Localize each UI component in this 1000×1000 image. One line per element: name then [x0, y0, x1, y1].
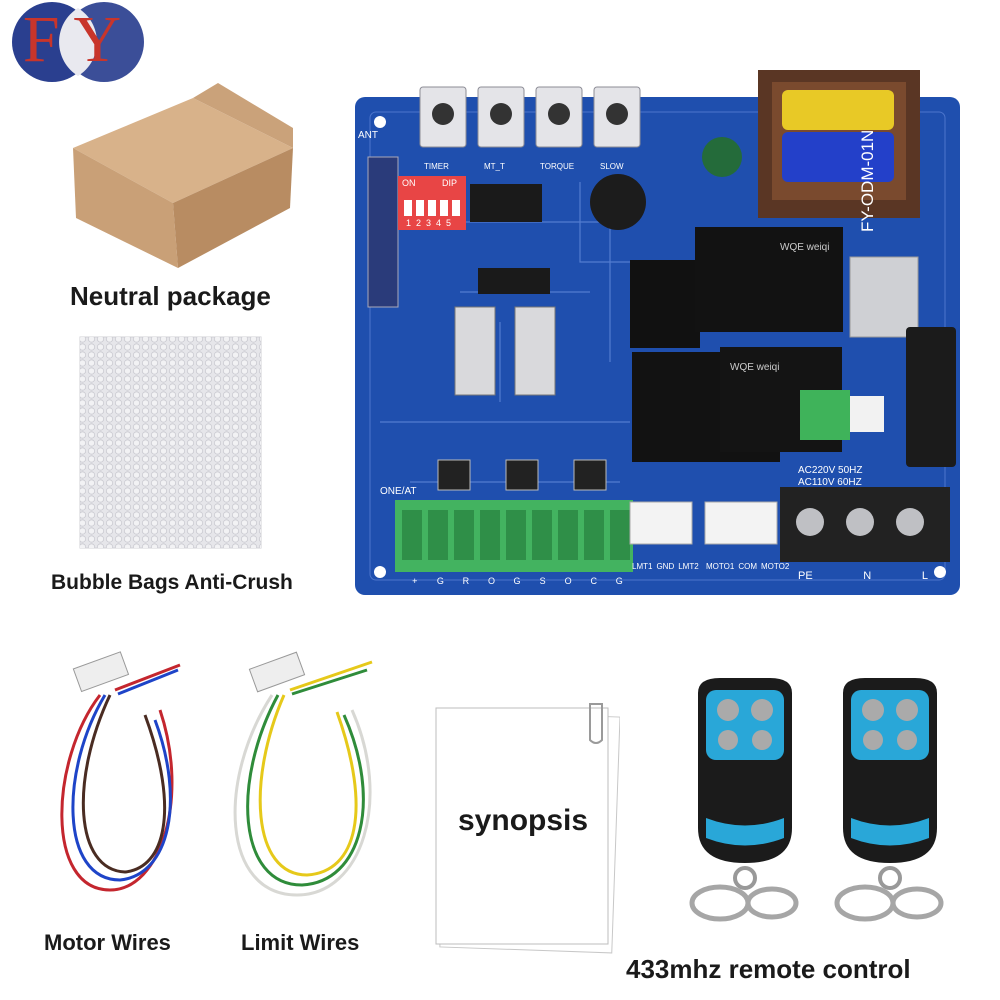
pot-label-3: TORQUE: [540, 162, 575, 171]
terminal-label: L: [921, 570, 928, 582]
pot-label-2: MT_T: [484, 162, 505, 171]
terminal-label: S: [539, 576, 546, 586]
logo-text: FY: [22, 3, 136, 76]
limit-wires-label: Limit Wires: [241, 930, 360, 955]
dip-numbers: 12345: [406, 218, 457, 228]
terminal-label: G: [615, 576, 623, 586]
motor-wires-label: Motor Wires: [44, 930, 171, 955]
terminal-label: GND: [656, 562, 675, 571]
terminal-motor-labels: MOTO1 COM MOTO2: [706, 562, 789, 571]
neutral-package-box: [68, 78, 298, 273]
remote-control-left: [680, 678, 810, 933]
synopsis-text: synopsis: [458, 804, 589, 837]
terminal-label: C: [590, 576, 597, 586]
limit-wires: [212, 650, 407, 920]
dip-on-label: ON: [402, 178, 416, 188]
terminal-mid-labels: LMT1 GND LMT2: [632, 562, 699, 571]
remote-control-right: [825, 678, 955, 933]
board-ant-label: ANT: [358, 130, 378, 141]
bubble-bag: [78, 335, 263, 550]
terminal-left-labels: + G R O G S O C G: [402, 576, 632, 586]
control-board: ANT ON DIP 12345 TIMER MT_T TORQUE SLOW …: [350, 62, 975, 600]
terminal-label: O: [487, 576, 495, 586]
terminal-label: G: [436, 576, 444, 586]
relay-brand-2: WQE weiqi: [730, 362, 780, 373]
terminal-label: COM: [738, 562, 757, 571]
terminal-label: +: [412, 576, 418, 586]
terminal-label: N: [863, 570, 872, 582]
terminal-label: PE: [798, 570, 813, 582]
pot-label-4: SLOW: [600, 162, 624, 171]
terminal-label: MOTO1: [706, 562, 735, 571]
remote-control-label: 433mhz remote control: [626, 954, 911, 984]
dip-label: DIP: [442, 178, 458, 188]
power-spec-2: AC110V 60HZ: [798, 477, 862, 488]
terminal-label: MOTO2: [760, 562, 790, 571]
brand-logo: FY: [0, 0, 155, 85]
terminal-label: O: [564, 576, 572, 586]
one-at-label: ONE/AT: [380, 486, 417, 497]
synopsis-sheet: synopsis: [430, 700, 620, 955]
terminal-label: LMT2: [678, 562, 699, 571]
board-model: FY-ODM-01N: [858, 129, 877, 232]
terminal-power-labels: PE N L: [798, 570, 928, 582]
power-spec-1: AC220V 50HZ: [798, 465, 863, 476]
terminal-label: R: [462, 576, 470, 586]
motor-wires: [40, 650, 210, 920]
relay-brand-1: WQE weiqi: [780, 242, 830, 253]
pot-label-1: TIMER: [424, 162, 449, 171]
neutral-package-label: Neutral package: [70, 281, 271, 311]
bubble-bags-label: Bubble Bags Anti-Crush: [51, 571, 293, 594]
terminal-label: G: [513, 576, 521, 586]
terminal-label: LMT1: [632, 562, 653, 571]
